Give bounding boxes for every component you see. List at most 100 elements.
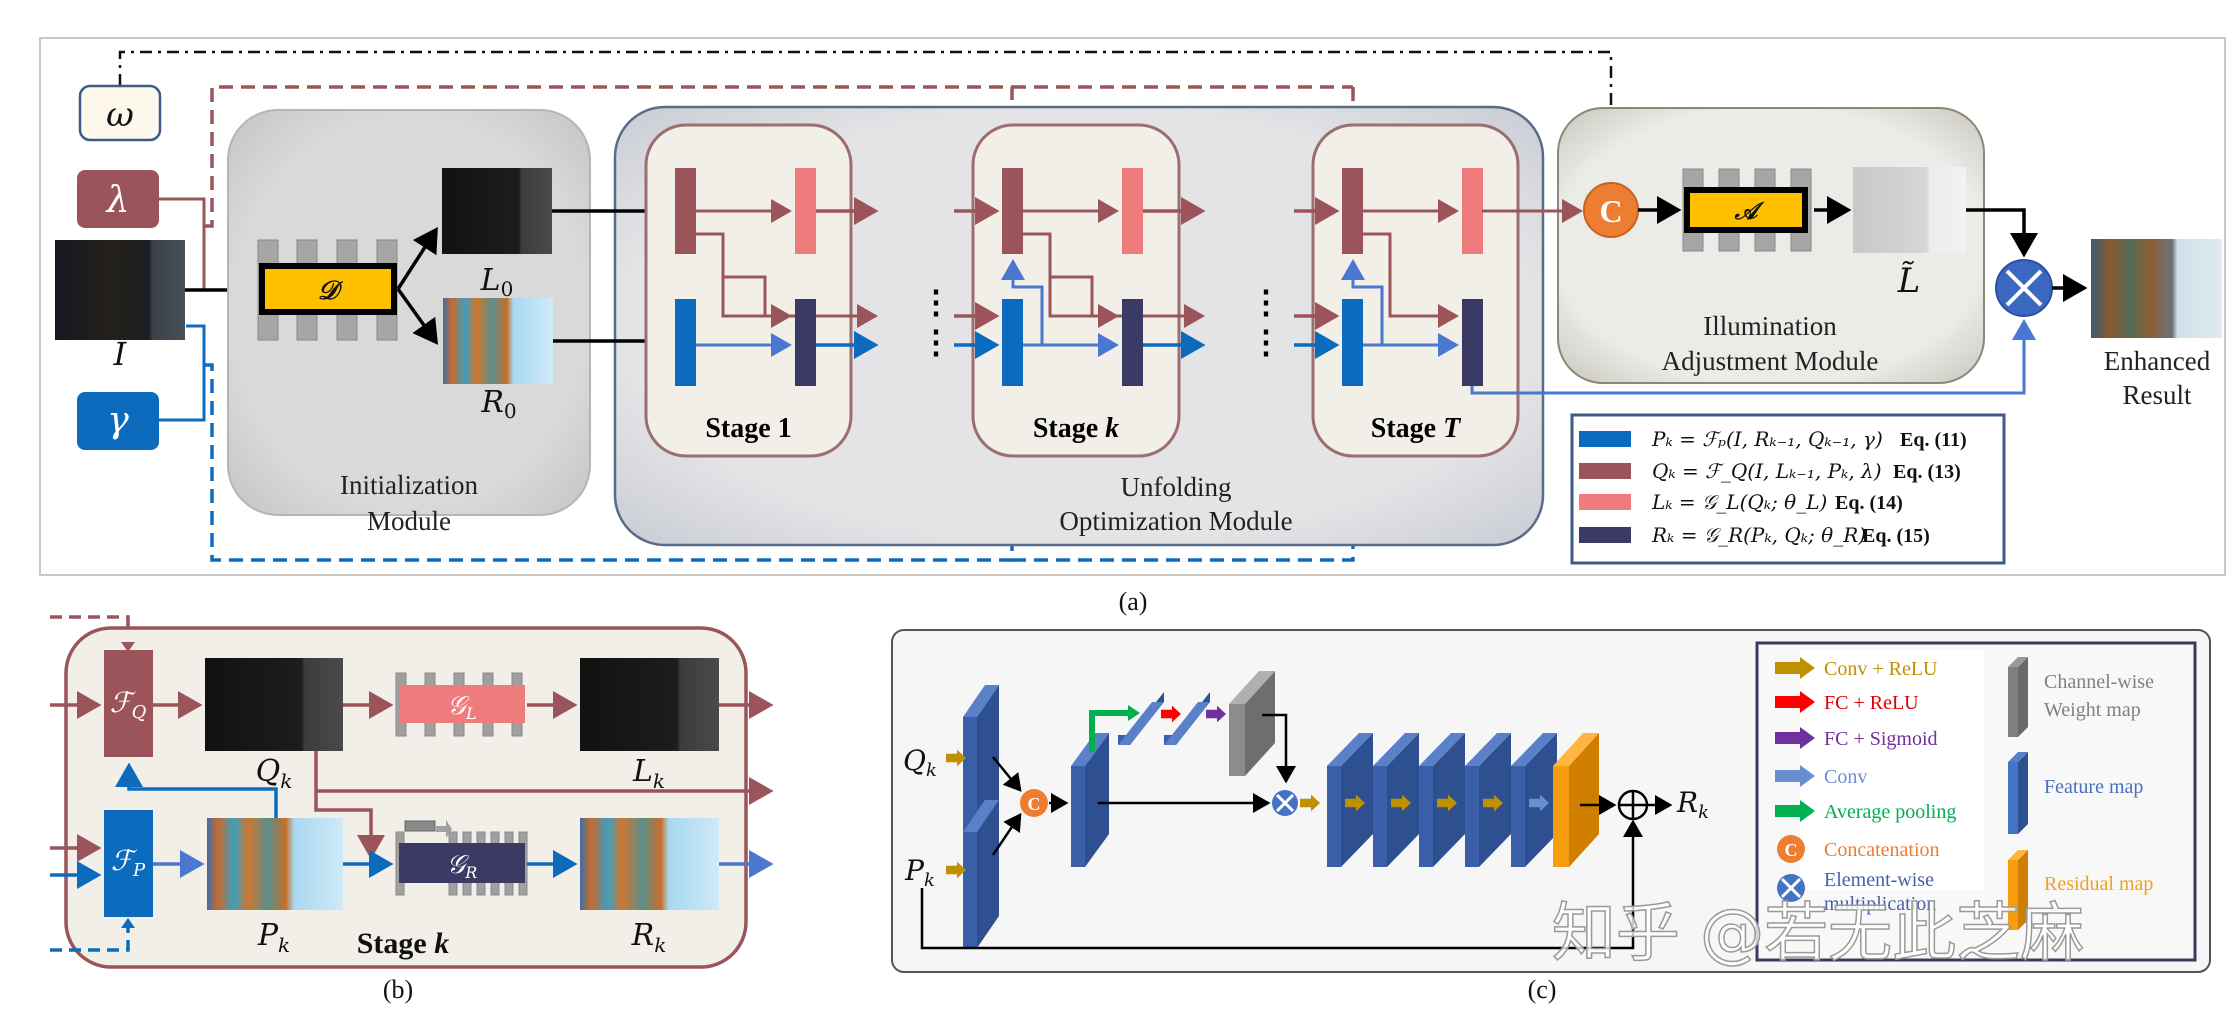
- c-conv-relu-arrow: [1437, 794, 1457, 812]
- svg-text:C: C: [1785, 840, 1798, 860]
- P-operator-bar: [675, 299, 696, 386]
- legend-map-label: Feature map: [2044, 776, 2143, 798]
- FP-block: [104, 810, 153, 917]
- equation-swatch: [1579, 527, 1631, 543]
- decomposer-block: 𝒟: [257, 239, 398, 341]
- c-Q-conv-arrow: [946, 749, 966, 767]
- omega-input: ω: [78, 84, 162, 142]
- c-feature-map: [1511, 733, 1557, 867]
- GR-skip-block: [404, 820, 436, 832]
- c-conv-relu-arrow: [1345, 794, 1365, 812]
- stage-label: Stage 1: [705, 413, 791, 444]
- ellipsis-1: ⋮: [920, 324, 952, 360]
- c-fc1-slab: [1118, 692, 1164, 745]
- Pk-label: Pk: [257, 918, 290, 957]
- initialization-module: 𝒟 L0 R0 Initialization Module: [227, 109, 591, 536]
- gamma-dashed-in-b: [50, 925, 130, 952]
- stage-3: Stage T: [1294, 123, 1520, 458]
- panel-b: ℱQ ℱP Qk 𝒢L Lk: [50, 615, 774, 969]
- Qk-label: Qk: [256, 754, 293, 793]
- watermark: 知乎 @若无此芝麻: [1552, 897, 2084, 971]
- illum-title-1: Illumination: [1703, 311, 1837, 341]
- gamma-input: γ: [77, 392, 159, 450]
- c-add-icon: [1617, 789, 1649, 821]
- c-legend-item: Conv: [1775, 765, 1867, 788]
- c-main-feature-slab: [1071, 733, 1109, 867]
- c-concat-icon: [1020, 789, 1048, 817]
- c-residual-map: [1553, 733, 1599, 867]
- equation-row: Rₖ = 𝒢_R(Pₖ, Qₖ; θ_R)Eq. (15): [1579, 523, 1930, 547]
- Rk-image: [580, 818, 719, 910]
- equation-row: Qₖ = ℱ_Q(I, Lₖ₋₁, Pₖ, λ) Eq. (13): [1579, 459, 1961, 483]
- input-image: I: [55, 240, 185, 373]
- svg-text:⋮: ⋮: [920, 284, 952, 320]
- equation-swatch: [1579, 494, 1631, 510]
- stage-label: Stage k: [1033, 413, 1119, 444]
- L0-label: L0: [480, 263, 514, 301]
- legend-arrow-icon: [1775, 657, 1815, 679]
- equation-swatch: [1579, 431, 1631, 447]
- unfolding-title-1: Unfolding: [1121, 472, 1232, 502]
- L-operator-bar: [1122, 168, 1143, 254]
- RT-to-multiply-arrow: [1470, 319, 2036, 395]
- equation-ref: Eq. (13): [1893, 461, 1961, 483]
- Lk-label: Lk: [632, 754, 665, 793]
- init-module-title-2: Module: [367, 506, 451, 536]
- svg-text:C: C: [1599, 193, 1622, 229]
- stage-k-title: Stage k: [357, 927, 450, 960]
- Lk-image: [580, 658, 719, 751]
- FQ-block: [104, 650, 153, 757]
- legend-map-label: Residual map: [2044, 873, 2153, 895]
- legend-concat-icon: [1777, 835, 1805, 863]
- c-skip-line: [920, 819, 1643, 950]
- c-P-conv-arrow: [946, 861, 966, 879]
- Q-operator-bar: [1342, 168, 1363, 254]
- legend-label: Concatenation: [1824, 839, 1940, 861]
- legend-map-icon: [2008, 860, 2018, 930]
- enhanced-result-image: [2091, 239, 2222, 338]
- c-conv-arrow: [1529, 794, 1549, 812]
- equation-formula: Qₖ = ℱ_Q(I, Lₖ₋₁, Pₖ, λ): [1652, 459, 1882, 483]
- GL-block: 𝒢L: [395, 672, 525, 737]
- legend-arrow-icon: [1775, 691, 1815, 713]
- c-weight-map: [1229, 671, 1275, 776]
- c-avgpool-arrow: [1089, 710, 1130, 752]
- c-legend-map-item: Feature map: [2008, 752, 2143, 834]
- legend-label: FC + Sigmoid: [1824, 728, 1938, 750]
- multiply-icon: [1995, 259, 2053, 317]
- stage-1: Stage 1: [644, 123, 879, 458]
- legend-label: multiplication: [1824, 893, 1936, 915]
- c-conv-relu-arrow-0: [1300, 794, 1320, 812]
- legend-map-label: Weight map: [2044, 699, 2141, 721]
- legend-label: Conv + ReLU: [1824, 658, 1938, 680]
- caption-b: (b): [383, 975, 413, 1004]
- L-operator-bar: [1462, 168, 1483, 254]
- equation-formula: Rₖ = 𝒢_R(Pₖ, Qₖ; θ_R): [1651, 523, 1866, 547]
- equation-swatch: [1579, 463, 1631, 479]
- legend-label: Average pooling: [1824, 801, 1956, 823]
- enhanced-label-2: Result: [2122, 380, 2192, 410]
- input-image-label: I: [113, 335, 128, 373]
- legend-map-icon: [2008, 667, 2018, 737]
- Pk-image: [207, 818, 343, 910]
- equation-ref: Eq. (15): [1862, 525, 1930, 547]
- legend-label: Conv: [1824, 766, 1867, 788]
- R-operator-bar: [1122, 299, 1143, 386]
- c-legend-item: Average pooling: [1775, 800, 1956, 823]
- adjustment-block: 𝒜: [1682, 168, 1812, 252]
- gamma-link: [159, 324, 206, 422]
- caption-c: (c): [1528, 975, 1557, 1004]
- c-Pk-label: Pk: [904, 854, 935, 891]
- legend-label: Element-wise: [1824, 869, 1934, 891]
- c-Qk-label: Qk: [903, 744, 937, 781]
- unfolding-title-2: Optimization Module: [1059, 506, 1292, 536]
- L0-image: [442, 168, 552, 254]
- P-operator-bar: [1342, 299, 1363, 386]
- equation-ref: Eq. (14): [1835, 492, 1903, 514]
- Q-operator-bar: [1002, 168, 1023, 254]
- R-operator-bar: [1462, 299, 1483, 386]
